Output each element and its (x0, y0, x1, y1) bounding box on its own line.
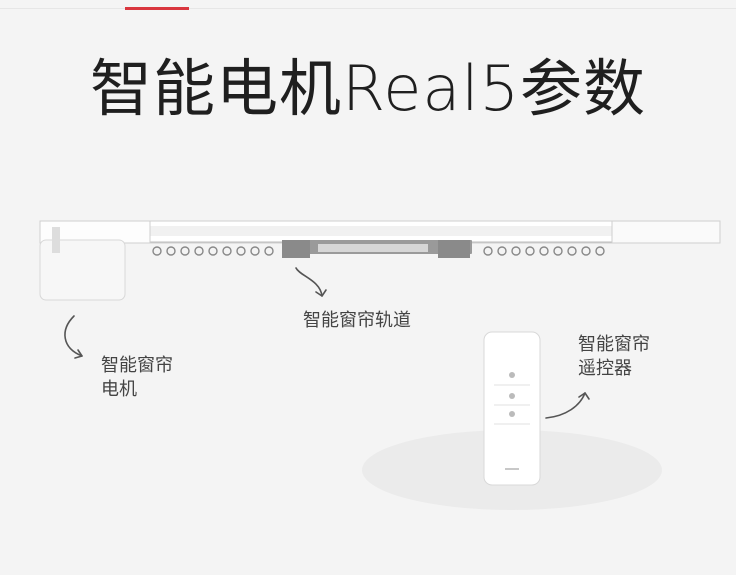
top-divider-line (0, 8, 736, 9)
curtain-track-image (39, 220, 721, 258)
remote-control-image (483, 331, 541, 486)
remote-arrow-icon (545, 392, 586, 419)
remote-arrow-head-icon (578, 392, 590, 400)
remote-label-line2: 遥控器 (578, 358, 632, 379)
track-label: 智能窗帘轨道 (303, 310, 411, 331)
motor-arrow-icon (64, 315, 83, 357)
track-arrow-head-icon (315, 289, 327, 297)
remote-label: 智能窗帘 遥控器 (578, 333, 650, 381)
remote-label-line1: 智能窗帘 (578, 334, 650, 355)
motor-label: 智能窗帘 电机 (101, 354, 173, 402)
curtain-motor-image (39, 220, 151, 301)
page-title: 智能电机Real5参数 (89, 52, 647, 125)
motor-label-line1: 智能窗帘 (101, 355, 173, 376)
active-tab-indicator (125, 7, 189, 10)
motor-arrow-head-icon (74, 349, 83, 359)
motor-label-line2: 电机 (101, 379, 137, 400)
track-arrow-icon (295, 267, 323, 297)
